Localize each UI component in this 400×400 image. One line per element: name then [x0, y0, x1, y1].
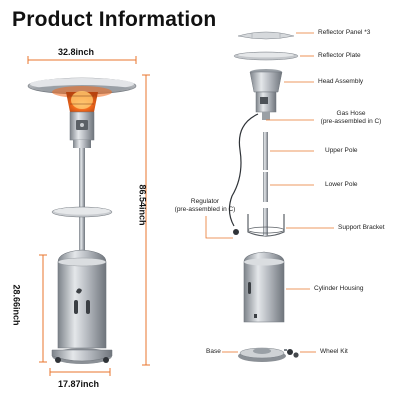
label-wheel-kit: Wheel Kit	[320, 348, 348, 355]
part-gas-hose	[228, 113, 259, 227]
part-lower-pole	[263, 172, 268, 202]
heater-base	[51, 348, 113, 364]
leader-regulator	[205, 216, 233, 239]
heater-pole	[79, 148, 85, 260]
label-regulator-line2: (pre-assembled in C)	[174, 206, 236, 214]
label-gas-hose-line2: (pre-assembled in C)	[320, 118, 382, 126]
label-lower-pole: Lower Pole	[325, 181, 358, 188]
dimension-label-width-top: 32.8inch	[58, 47, 95, 57]
label-regulator-line1: Regulator	[190, 198, 220, 205]
label-gas-hose-line1: Gas Hose	[336, 110, 366, 117]
label-gas-hose: Gas Hose (pre-assembled in C)	[316, 110, 386, 126]
label-support-bracket: Support Bracket	[338, 224, 385, 231]
dimension-width-base	[49, 368, 111, 376]
dimension-label-width-base: 17.87inch	[58, 379, 100, 389]
label-head-assembly: Head Assembly	[318, 78, 364, 85]
dimension-height-total	[142, 74, 150, 366]
heater-head-body	[69, 111, 95, 148]
page-title: Product Information	[12, 8, 217, 31]
dimension-label-height-total: 86.54inch	[137, 184, 148, 226]
heater-glow-emitter	[52, 86, 112, 112]
heater-table	[51, 206, 113, 218]
label-reflector-plate: Reflector Plate	[318, 52, 361, 59]
dimension-height-base	[39, 254, 47, 363]
heater-cylinder-housing	[57, 249, 107, 349]
label-base: Base	[206, 348, 221, 355]
label-regulator: Regulator (pre-assembled in C)	[170, 198, 240, 214]
part-head-assembly	[249, 69, 283, 120]
part-support-bracket	[247, 208, 285, 237]
dimension-label-height-base: 28.66inch	[11, 284, 22, 326]
label-cylinder-housing: Cylinder Housing	[314, 285, 364, 292]
part-reflector-plate	[233, 51, 299, 61]
part-regulator	[233, 229, 239, 235]
dimension-width-top	[27, 56, 137, 64]
part-wheel-kit	[284, 349, 299, 358]
part-base	[238, 347, 286, 362]
label-upper-pole: Upper Pole	[325, 147, 358, 154]
label-reflector-panel: Reflector Panel *3	[318, 29, 371, 36]
part-cylinder-housing	[243, 251, 285, 323]
part-reflector-panel	[237, 31, 295, 40]
part-upper-pole	[263, 132, 268, 170]
